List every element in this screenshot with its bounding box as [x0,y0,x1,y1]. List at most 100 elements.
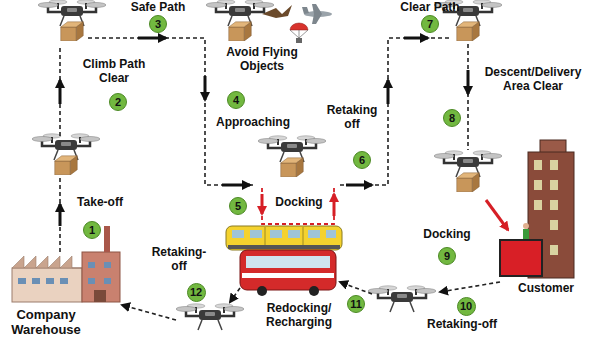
parcel-icon [55,22,480,192]
parachute-icon [290,23,308,30]
callout-number: 2 [115,97,121,108]
step-badge: 4 [227,91,245,109]
step-badge: 5 [229,197,247,215]
warehouse-illustration [46,278,54,284]
bus-illustration [240,250,336,290]
step-label: Company Warehouse [4,308,88,338]
parcel-icon [229,22,252,41]
plane-icon [312,14,322,24]
step-badge: 12 [187,283,206,302]
customer-building [550,160,558,170]
flight-path [467,44,469,150]
warehouse-illustration [32,278,40,284]
direction-arrow [59,80,62,104]
customer-building [500,140,574,278]
callout-number: 6 [359,155,365,166]
callout-number: 12 [190,287,202,298]
callout-number: 7 [427,19,433,30]
step-badge: 9 [438,247,456,265]
customer-building [550,220,558,230]
warehouse-illustration [12,256,82,268]
customer-building [500,240,542,276]
direction-arrow [404,37,428,40]
step-label: Clear Path [395,1,465,15]
train-illustration [288,230,300,238]
flight-path [440,282,500,292]
step-badge: 1 [83,221,101,239]
flight-path [340,282,372,294]
parcel-icon [281,158,304,177]
warehouse-illustration [60,278,68,284]
customer-building [523,223,529,229]
customer-building [550,180,558,190]
train-illustration [308,230,320,238]
bus-illustration [242,273,334,278]
plane-icon [302,4,332,24]
direction-arrow [346,184,372,187]
flight-path [60,38,500,320]
step-label: Docking [418,228,476,242]
parachute-icon [290,30,308,38]
customer-building [534,200,542,210]
step-label: Avoid Flying Objects [212,46,312,74]
step-label: Redocking/ Recharging [256,302,342,330]
callout-number: 1 [89,225,95,236]
drone-icon [368,286,436,312]
callout-number: 10 [460,301,472,312]
train-illustration [326,230,336,238]
callout-number: 4 [233,95,239,106]
step-label: Descent/Delivery Area Clear [478,66,588,94]
warehouse-illustration [104,262,111,268]
drone-icon [176,304,244,330]
train-illustration [250,230,262,238]
step-badge: 6 [353,151,371,169]
step-label: Approaching [212,116,294,130]
flight-path [59,46,61,136]
step-label: Retaking off [322,104,382,132]
step-label: Customer [508,282,584,296]
parcel-icon [61,22,84,41]
train-illustration [270,230,282,238]
warehouse-illustration [94,290,106,302]
warehouse-illustration [88,278,95,284]
plane-icon [312,4,322,14]
parcel-icon [457,173,480,192]
direction-arrow [138,37,166,40]
direction-arrow [467,70,470,94]
train-illustration [226,226,342,250]
drone-icon [32,0,502,330]
warehouse-illustration [18,278,26,284]
warehouse-illustration [104,226,110,252]
customer-building [550,200,558,210]
step-label: Take-off [70,196,130,210]
direction-arrow [204,76,207,100]
step-badge: 10 [457,297,476,316]
warehouse-illustration [82,252,120,302]
step-badge: 8 [443,109,461,127]
docking-arrow [262,194,508,230]
flight-path [122,305,176,320]
callout-number: 9 [444,251,450,262]
callout-number: 11 [350,299,362,310]
customer-building [534,160,542,170]
flight-path [230,288,240,302]
bus-illustration [309,286,319,296]
docking-arrow [333,194,336,216]
step-label: Climb Path Clear [78,58,150,86]
docking-arrow [261,194,264,214]
train-illustration [232,230,244,238]
parcel-icon [55,156,78,175]
warehouse-illustration [12,268,82,302]
warehouse-illustration [12,226,120,302]
direction-arrow [60,38,468,226]
parachute-icon [296,38,302,43]
warehouse-illustration [104,278,111,284]
parcel-icon [457,22,480,41]
step-label: Safe Path [118,1,198,15]
direction-arrow [222,184,250,187]
flight-path [59,178,61,252]
direction-arrow [59,204,62,226]
callout-number: 8 [449,113,455,124]
train-illustration [228,245,340,249]
step-badge: 3 [149,15,167,33]
